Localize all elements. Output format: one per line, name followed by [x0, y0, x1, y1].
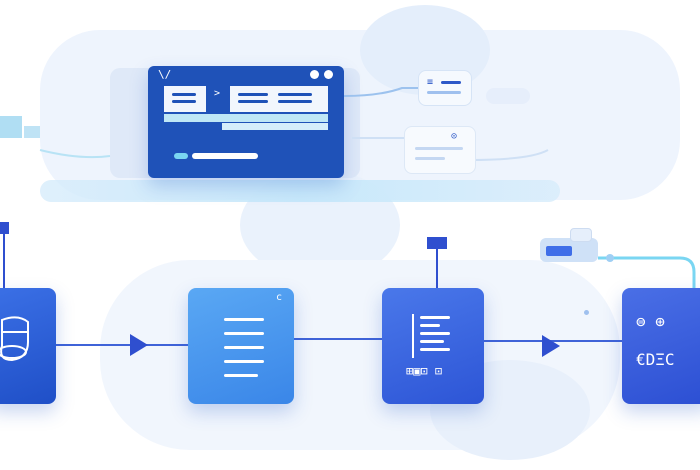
left-fragment-2 [24, 126, 40, 138]
node-card-1 [0, 288, 56, 404]
node-card-4: ⊜ ⊕ €DΞC [622, 288, 700, 404]
window-chevron: > [214, 88, 221, 99]
node-card-4-row1: ⊜ ⊕ [636, 312, 665, 331]
list-icon [412, 314, 454, 358]
stem-left-square [0, 222, 9, 234]
window-strip-1 [164, 114, 328, 122]
widget-chat: ≡ [418, 70, 472, 106]
widget-pill [486, 88, 530, 104]
device-shape [540, 228, 598, 262]
window-strip-2 [222, 123, 328, 130]
node-card-3: ⊞▣⊡ ⊡ [382, 288, 484, 404]
stem-mid-square [427, 237, 447, 249]
arrow-right-icon-2 [542, 335, 560, 357]
window-logo: \/ [158, 68, 172, 81]
node-card-2: c [188, 288, 294, 404]
flow-line-1 [56, 344, 188, 346]
window-panel-left [164, 86, 206, 112]
stem-mid [436, 246, 438, 288]
node-card-2-corner: c [276, 292, 283, 303]
arrow-right-icon-1 [130, 334, 148, 356]
window-dot-2 [324, 70, 333, 79]
window-dot-1 [310, 70, 319, 79]
flow-dot [584, 310, 589, 315]
node-card-4-row2: €DΞC [636, 350, 675, 369]
widget-panel-icon: ⊙ [451, 131, 458, 142]
window-progress-bar [192, 153, 258, 159]
widget-panel: ⊙ [404, 126, 476, 174]
glow-strip [40, 180, 560, 202]
database-icon [0, 316, 29, 362]
document-icon [224, 318, 264, 378]
left-fragment [0, 116, 22, 138]
flow-line-2 [294, 338, 382, 340]
app-window: \/ > [148, 66, 344, 178]
node-card-3-footer: ⊞▣⊡ ⊡ [406, 364, 443, 378]
stem-left [3, 232, 5, 288]
window-panel-right [230, 86, 328, 112]
window-progress-dot [174, 153, 188, 159]
widget-chat-icon: ≡ [427, 77, 434, 88]
